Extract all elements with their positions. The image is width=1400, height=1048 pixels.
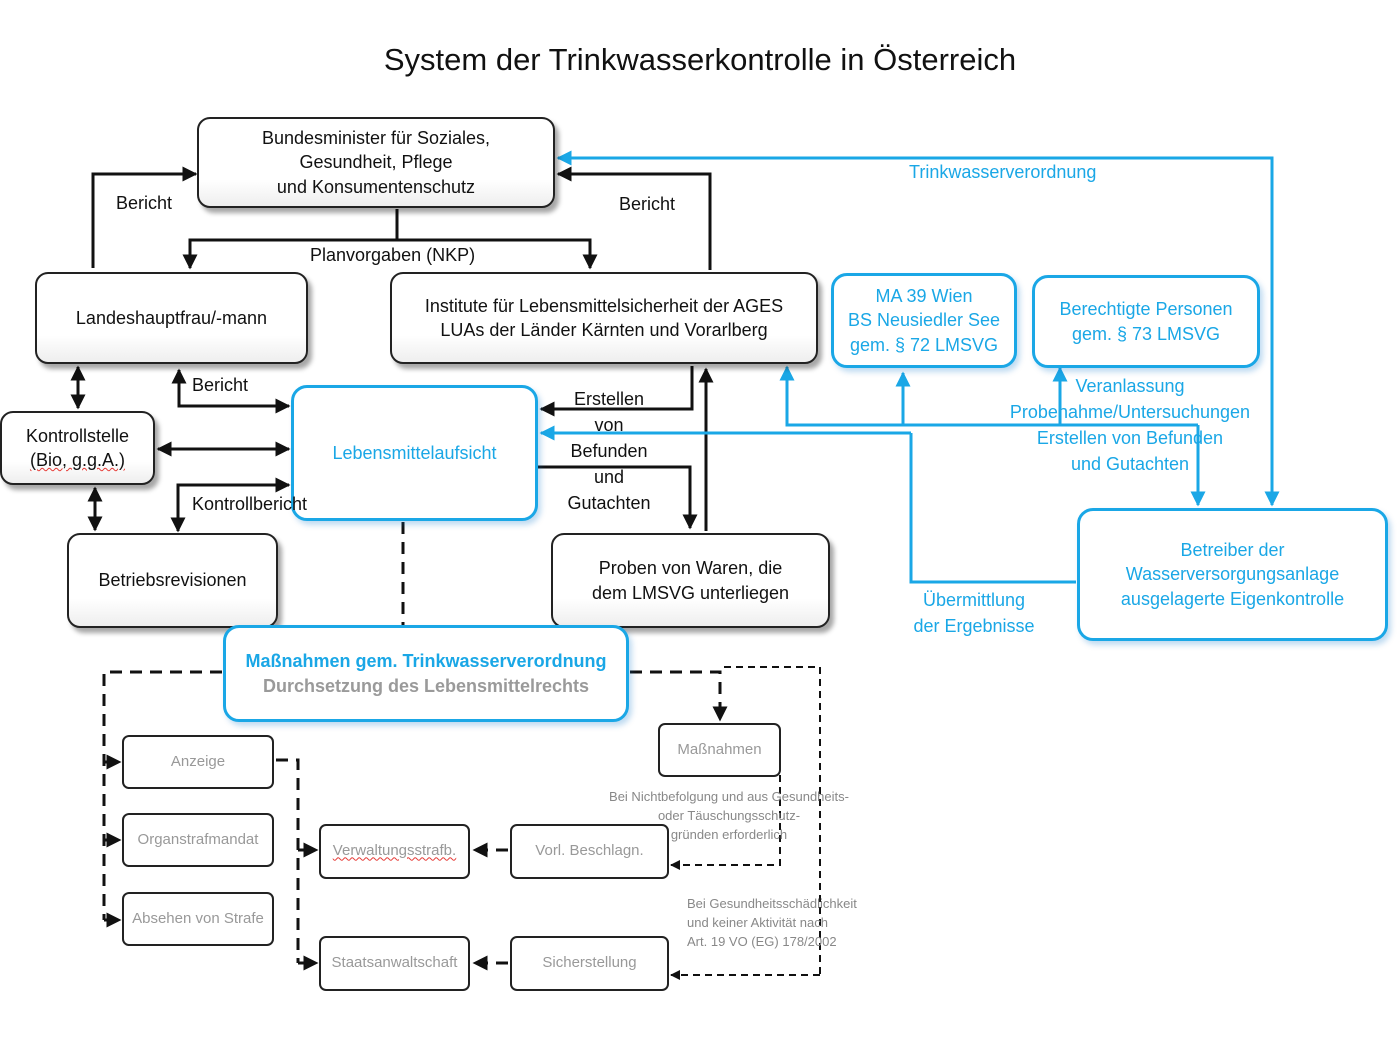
arrow-trinkwasserverordnung bbox=[556, 150, 1280, 507]
box-staatsanwaltschaft: Staatsanwaltschaft bbox=[319, 936, 470, 991]
label-veranlassung: Veranlassung Probenahme/Untersuchungen E… bbox=[994, 373, 1266, 477]
box-proben: Proben von Waren, die dem LMSVG unterlie… bbox=[551, 533, 830, 628]
arrow-dashed-to-vorl bbox=[670, 775, 781, 870]
note-nichtbefolgung-line1: Bei Nichtbefolgung und aus Gesundheits- bbox=[609, 789, 849, 804]
arrow-inst-to-bm bbox=[556, 166, 712, 270]
box-vorl-beschlagn: Vorl. Beschlagn. bbox=[510, 824, 669, 879]
line-dashed-left-spine bbox=[102, 670, 222, 920]
box-absehen-label: Absehen von Strafe bbox=[132, 909, 264, 927]
label-erstellen-line1: Erstellen bbox=[573, 389, 645, 409]
label-veranlassung-line2: Probenahme/Untersuchungen bbox=[1009, 402, 1251, 423]
label-uebermittlung-line2: der Ergebnisse bbox=[913, 616, 1035, 637]
note-nichtbefolgung-line2: oder Täuschungsschutz- bbox=[657, 807, 801, 823]
box-massnahmen-main: Maßnahmen gem. Trinkwasserverordnung Dur… bbox=[223, 625, 629, 722]
label-veranlassung-line4: und Gutachten bbox=[1070, 454, 1190, 475]
label-uebermittlung-line1: Übermittlung bbox=[922, 590, 1026, 610]
arrow-dashed-to-massnahmen bbox=[630, 670, 728, 722]
box-landeshauptfrau-label: Landeshauptfrau/-mann bbox=[75, 307, 268, 328]
line-dashed-anzeige-spine bbox=[276, 758, 300, 963]
box-sicherstellung-label: Sicherstellung bbox=[542, 954, 637, 972]
box-ma39-line3: gem. § 72 LMSVG bbox=[849, 334, 999, 355]
label-trinkwasserverordnung: Trinkwasserverordnung bbox=[909, 162, 1097, 182]
box-lebensmittelaufsicht: Lebensmittelaufsicht bbox=[291, 385, 538, 521]
box-ma39-line2: BS Neusiedler See bbox=[847, 310, 1001, 331]
box-bundesminister-line3: und Konsumentenschutz bbox=[276, 176, 476, 197]
label-uebermittlung: Übermittlung der Ergebnisse bbox=[904, 587, 1044, 639]
label-erstellen-line5: Gutachten bbox=[567, 493, 651, 514]
arrow-plan-to-lh bbox=[182, 238, 397, 270]
label-veranlassung-line3: Erstellen von Befunden bbox=[1036, 428, 1224, 449]
box-institute: Institute für Lebensmittelsicherheit der… bbox=[390, 272, 818, 364]
box-verwaltungsstrafb: Verwaltungsstrafb. bbox=[319, 824, 470, 879]
arrow-lh-to-bm bbox=[91, 166, 198, 268]
box-staatsanwaltschaft-label: Staatsanwaltschaft bbox=[331, 954, 458, 972]
box-absehen: Absehen von Strafe bbox=[122, 892, 274, 946]
box-proben-line1: Proben von Waren, die bbox=[598, 558, 783, 579]
box-proben-line2: dem LMSVG unterliegen bbox=[591, 582, 790, 603]
box-massnahmen-label: Maßnahmen bbox=[677, 740, 762, 758]
box-bundesminister: Bundesminister für Soziales, Gesundheit,… bbox=[197, 117, 555, 208]
box-betreiber-line2: Wasserversorgungsanlage bbox=[1125, 564, 1340, 585]
box-betreiber-line1: Betreiber der bbox=[1180, 540, 1285, 561]
label-bericht-left: Bericht bbox=[116, 193, 173, 213]
line-uebermittlung bbox=[909, 433, 1076, 584]
box-sicherstellung: Sicherstellung bbox=[510, 936, 669, 991]
label-kontrollbericht: Kontrollbericht bbox=[192, 494, 308, 514]
box-kontrollstelle-line1: Kontrollstelle bbox=[25, 425, 130, 446]
arrow-kontrollbericht bbox=[170, 477, 291, 533]
box-ma39-line1: MA 39 Wien bbox=[875, 286, 973, 307]
box-bundesminister-line1: Bundesminister für Soziales, bbox=[261, 128, 491, 149]
box-massnahmen-main-line2: Durchsetzung des Lebensmittelrechts bbox=[262, 675, 590, 696]
label-veranlassung-line1: Veranlassung bbox=[1075, 376, 1185, 396]
label-erstellen-line4: und bbox=[593, 467, 625, 488]
note-gesundheit-line3: Art. 19 VO (EG) 178/2002 bbox=[687, 933, 837, 949]
box-anzeige: Anzeige bbox=[122, 735, 274, 789]
box-institute-line1: Institute für Lebensmittelsicherheit der… bbox=[424, 295, 784, 316]
box-verwaltungsstrafb-label: Verwaltungsstrafb. bbox=[332, 842, 457, 860]
label-erstellen-line2: von bbox=[594, 415, 624, 436]
box-berechtigte-line2: gem. § 73 LMSVG bbox=[1071, 323, 1221, 344]
box-kontrollstelle: Kontrollstelle (Bio, g.g.A.) bbox=[0, 411, 155, 485]
label-erstellen-befunden: Erstellen von Befunden und Gutachten bbox=[550, 386, 668, 516]
note-nichtbefolgung: Bei Nichtbefolgung und aus Gesundheits- … bbox=[594, 788, 864, 845]
box-betreiber: Betreiber der Wasserversorgungsanlage au… bbox=[1077, 508, 1388, 641]
box-landeshauptfrau: Landeshauptfrau/-mann bbox=[35, 272, 308, 364]
note-nichtbefolgung-line3: gründen erforderlich bbox=[670, 826, 788, 842]
box-bundesminister-line2: Gesundheit, Pflege bbox=[299, 152, 453, 173]
note-gesundheit-line1: Bei Gesundheitsschädlichkeit bbox=[687, 896, 857, 911]
box-ma39: MA 39 Wien BS Neusiedler See gem. § 72 L… bbox=[831, 273, 1017, 368]
note-gesundheit: Bei Gesundheitsschädlichkeit und keiner … bbox=[687, 895, 857, 952]
box-organstrafmandat: Organstrafmandat bbox=[122, 813, 274, 867]
box-organstrafmandat-label: Organstrafmandat bbox=[137, 830, 259, 848]
box-institute-line2: LUAs der Länder Kärnten und Vorarlberg bbox=[440, 320, 768, 340]
box-berechtigte-line1: Berechtigte Personen bbox=[1059, 299, 1233, 320]
label-erstellen-line3: Befunden bbox=[570, 441, 648, 462]
label-bericht-right: Bericht bbox=[619, 194, 676, 214]
line-dashed-right-spine bbox=[724, 666, 821, 975]
box-betriebsrevisionen: Betriebsrevisionen bbox=[67, 533, 278, 628]
box-betriebsrevisionen-label: Betriebsrevisionen bbox=[98, 570, 247, 591]
box-lebensmittelaufsicht-label: Lebensmittelaufsicht bbox=[332, 442, 497, 463]
label-bericht-mid: Bericht bbox=[192, 375, 249, 395]
box-anzeige-label: Anzeige bbox=[170, 752, 226, 770]
arrow-bericht-lma-lh bbox=[171, 368, 291, 414]
label-planvorgaben: Planvorgaben (NKP) bbox=[310, 245, 476, 265]
box-massnahmen-main-line1: Maßnahmen gem. Trinkwasserverordnung bbox=[245, 651, 607, 672]
box-massnahmen: Maßnahmen bbox=[658, 723, 781, 777]
diagram-title: System der Trinkwasserkontrolle in Öster… bbox=[383, 42, 1017, 77]
note-gesundheit-line2: und keiner Aktivität nach bbox=[687, 914, 828, 930]
box-betreiber-line3: ausgelagerte Eigenkontrolle bbox=[1120, 588, 1345, 609]
box-kontrollstelle-line2: (Bio, g.g.A.) bbox=[29, 450, 126, 470]
box-berechtigte: Berechtigte Personen gem. § 73 LMSVG bbox=[1032, 275, 1260, 368]
box-vorl-beschlagn-label: Vorl. Beschlagn. bbox=[535, 842, 644, 860]
